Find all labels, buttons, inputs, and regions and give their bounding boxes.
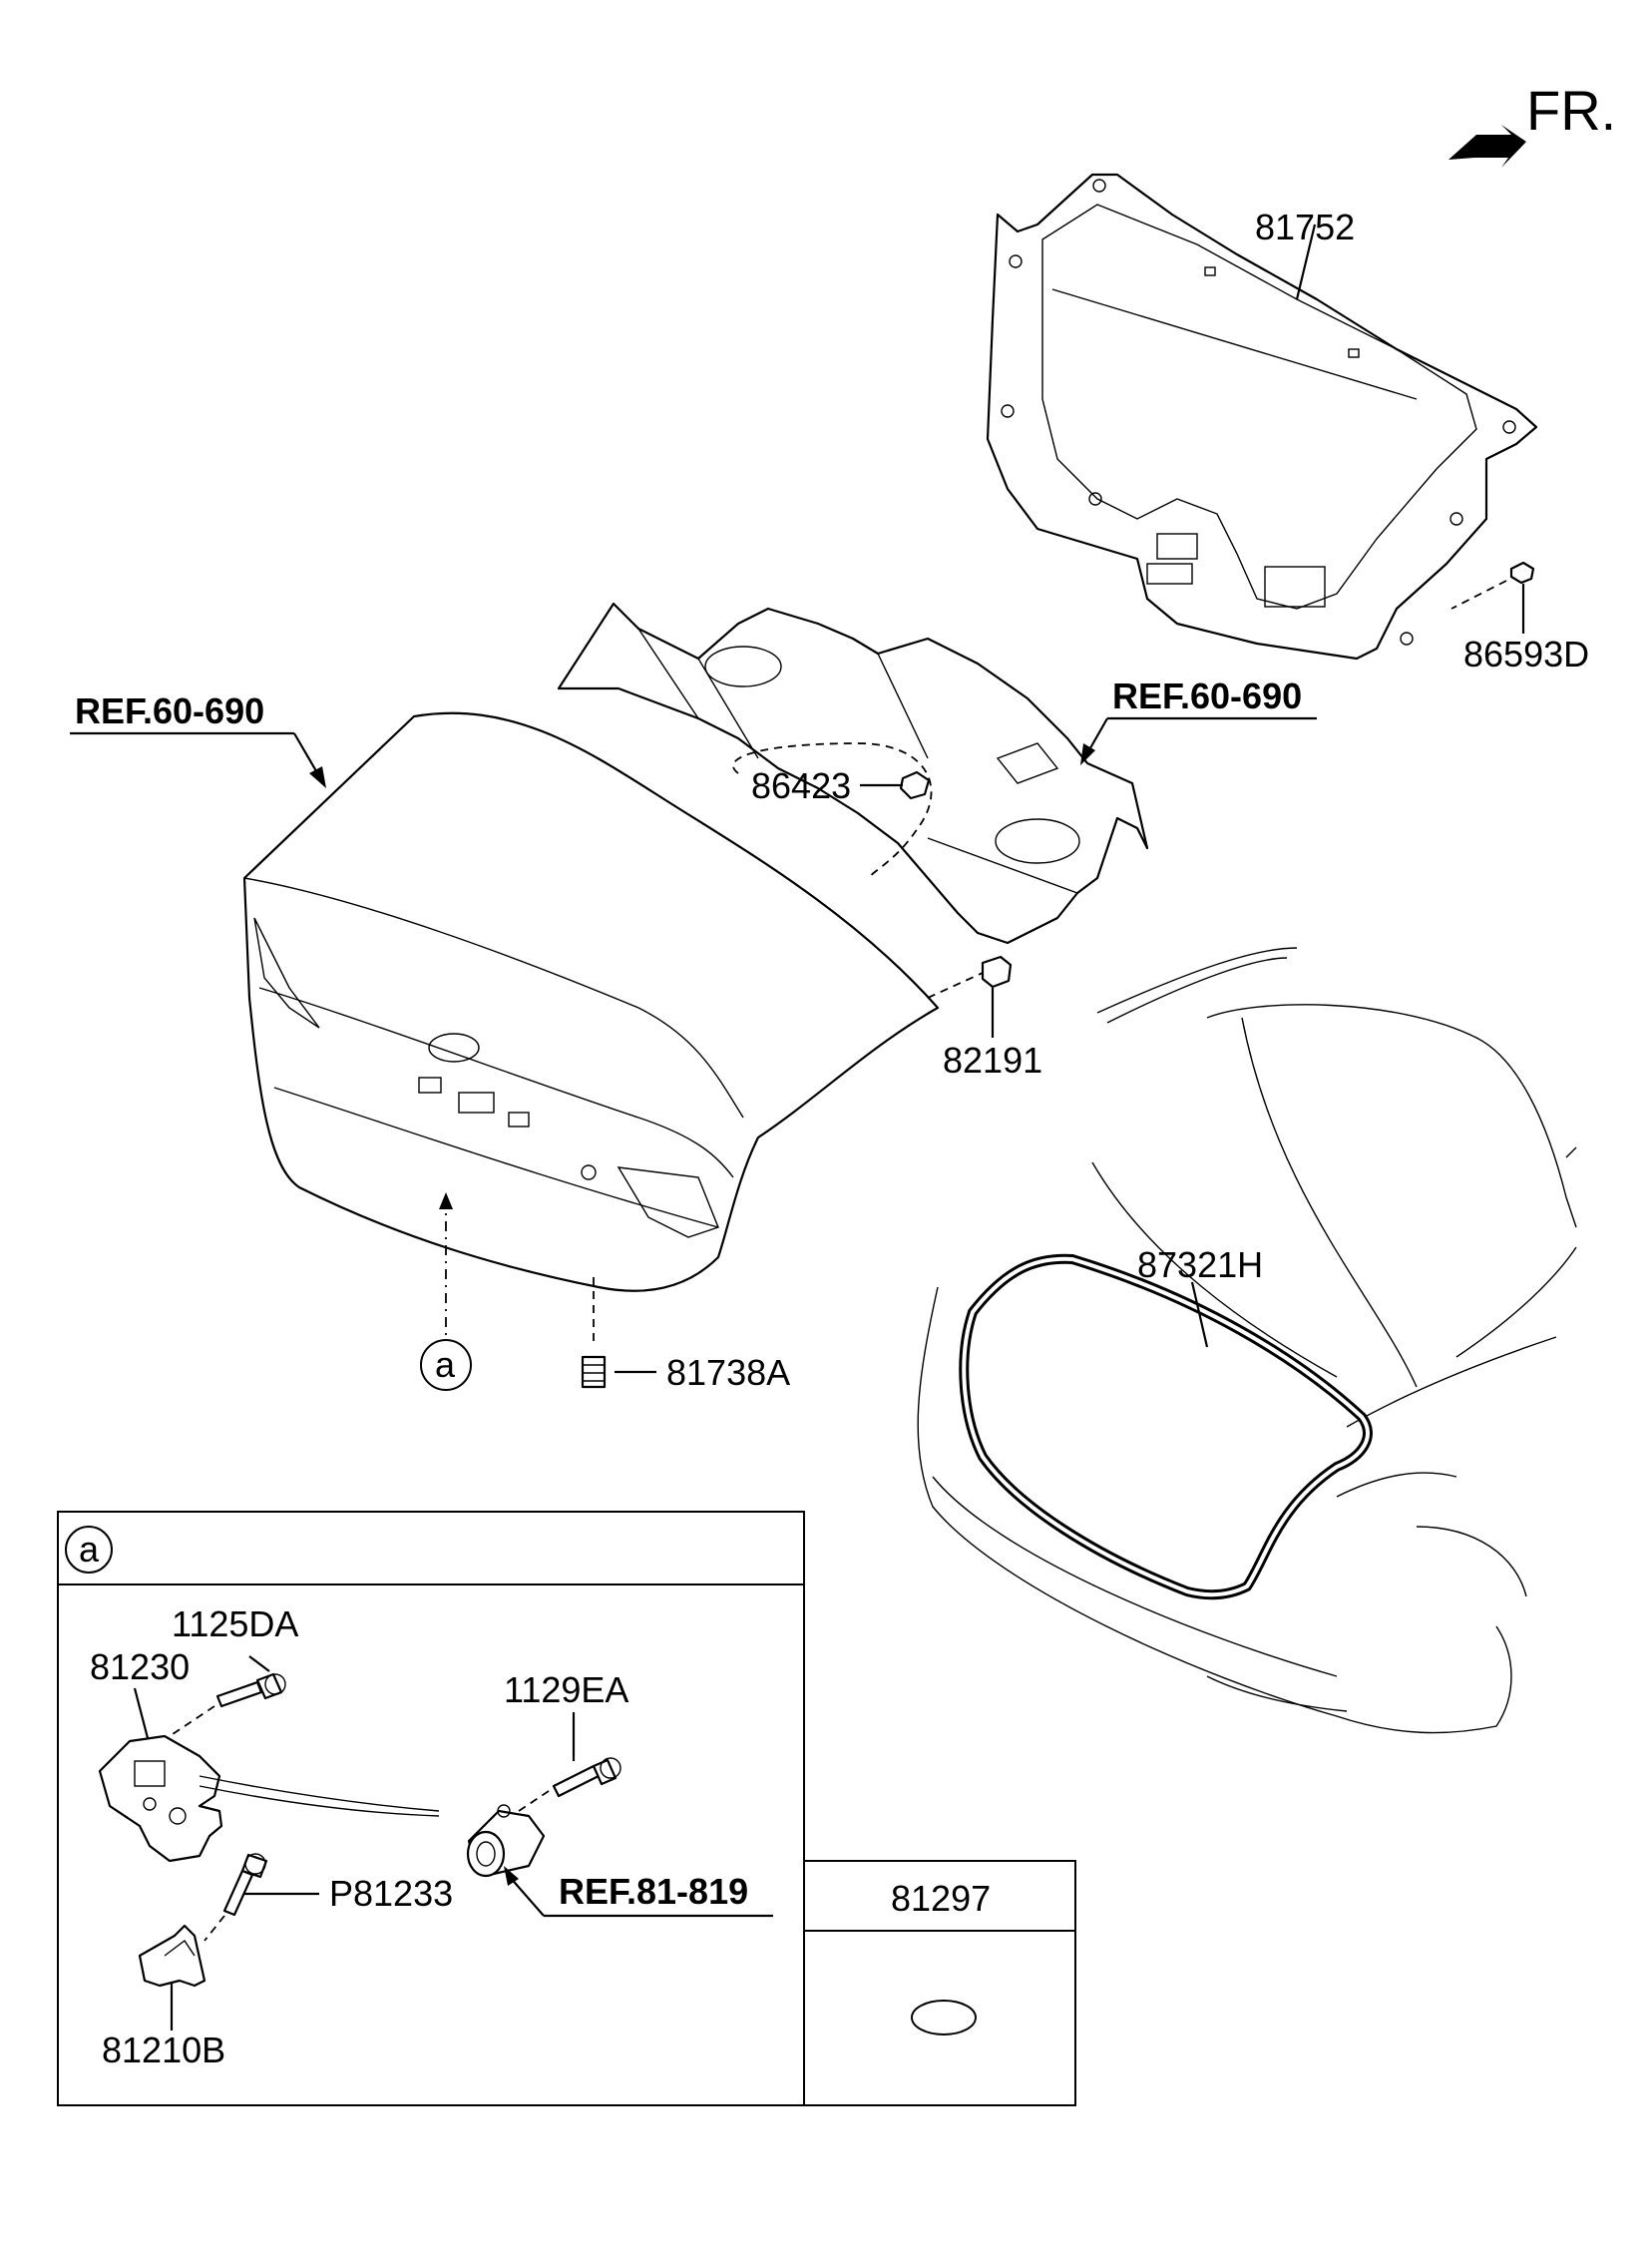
trunk-trim-panel[interactable] <box>986 173 1538 661</box>
detail-a-marker-icon[interactable] <box>420 1339 472 1391</box>
part-label-86423[interactable]: 86423 <box>751 765 851 806</box>
striker-81210b[interactable] <box>138 1924 206 1988</box>
front-direction-label: FR. <box>1526 79 1616 142</box>
stopper-81738a-icon[interactable] <box>581 1355 607 1389</box>
box-a-marker-icon <box>65 1526 113 1574</box>
detail-box-a <box>57 1511 805 2106</box>
car-rear-body <box>917 947 1577 1734</box>
bolt-1125da-icon[interactable] <box>215 1672 286 1708</box>
bolt-p81233-icon[interactable] <box>222 1853 268 1917</box>
part-label-1129ea[interactable]: 1129EA <box>504 1669 628 1710</box>
plug-81297-icon[interactable] <box>911 2000 977 2035</box>
detail-a-label[interactable]: a <box>435 1344 456 1385</box>
ref-label-left[interactable]: REF.60-690 <box>75 690 264 731</box>
ref-label-lock[interactable]: REF.81-819 <box>559 1871 748 1912</box>
trunk-lid <box>242 711 940 1292</box>
bolt-1129ea-icon[interactable] <box>552 1757 621 1798</box>
weatherstrip-87321h[interactable] <box>959 1253 1373 1600</box>
part-label-81738a[interactable]: 81738A <box>666 1352 790 1393</box>
box-a-marker-label: a <box>79 1529 100 1570</box>
bumper-82191-icon[interactable] <box>981 955 1013 989</box>
part-label-81297[interactable]: 81297 <box>891 1878 991 1919</box>
ref-label-right[interactable]: REF.60-690 <box>1112 676 1302 716</box>
part-label-87321h[interactable]: 87321H <box>1137 1244 1263 1285</box>
part-label-81752[interactable]: 81752 <box>1255 207 1355 247</box>
part-label-86593d[interactable]: 86593D <box>1463 634 1589 675</box>
plug-box <box>803 1860 1076 2106</box>
part-label-82191[interactable]: 82191 <box>943 1040 1042 1081</box>
part-label-p81233[interactable]: P81233 <box>329 1873 453 1914</box>
clip-86423-icon[interactable] <box>899 770 931 800</box>
lock-cylinder-icon[interactable] <box>466 1804 546 1878</box>
part-label-1125da[interactable]: 1125DA <box>172 1603 298 1644</box>
clip-86593d-icon[interactable] <box>1509 561 1535 585</box>
leader-81752 <box>1295 224 1317 300</box>
part-label-81230[interactable]: 81230 <box>90 1646 190 1687</box>
front-direction-arrow-icon <box>1448 125 1526 168</box>
part-label-81210b[interactable]: 81210B <box>102 2030 225 2070</box>
dashed-callout-86423 <box>732 742 933 879</box>
latch-81230[interactable] <box>98 1734 440 1863</box>
rear-package-tray <box>557 602 1149 945</box>
